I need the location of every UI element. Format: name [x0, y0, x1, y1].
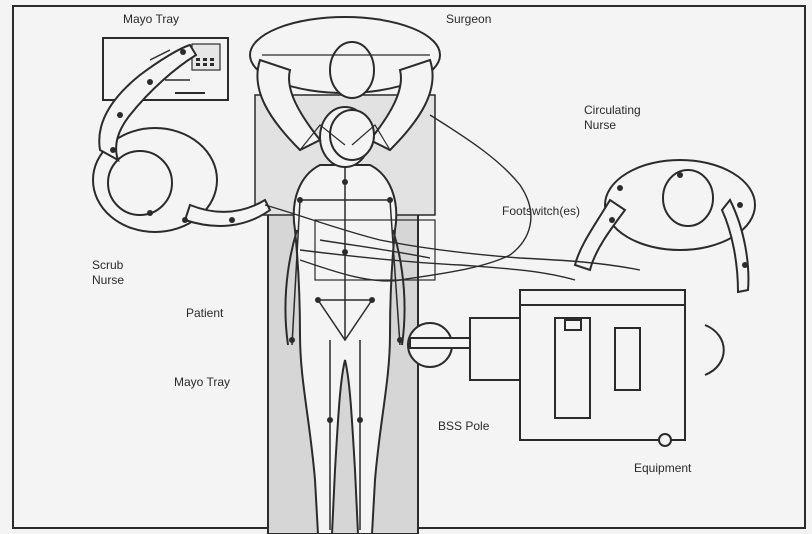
equipment-console	[470, 290, 724, 446]
label-bss-pole: BSS Pole	[438, 419, 489, 433]
circulating-nurse-figure	[575, 160, 755, 292]
label-circulating-nurse: Nurse	[584, 118, 616, 132]
label-circulating: Circulating	[584, 103, 641, 117]
label-scrub-nurse: Nurse	[92, 273, 124, 287]
label-mayo-tray-bottom: Mayo Tray	[174, 375, 230, 389]
label-mayo-tray-top: Mayo Tray	[123, 12, 179, 26]
label-patient: Patient	[186, 306, 223, 320]
label-equipment: Equipment	[634, 461, 691, 475]
label-footswitches: Footswitch(es)	[502, 204, 580, 218]
label-scrub: Scrub	[92, 258, 123, 272]
label-surgeon: Surgeon	[446, 12, 491, 26]
